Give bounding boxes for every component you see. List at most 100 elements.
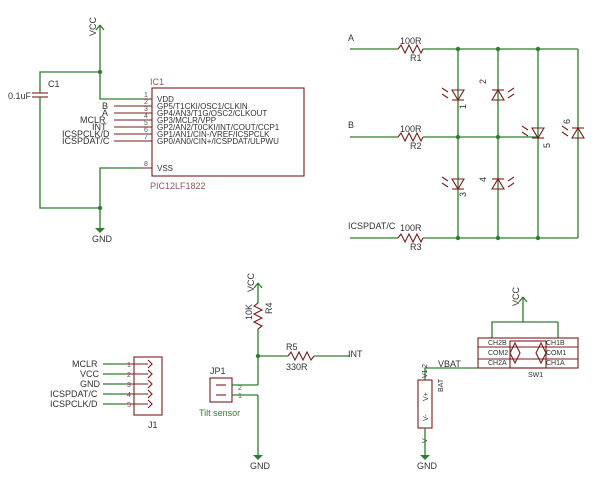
- led-ref: 3: [458, 192, 468, 197]
- vcc-label: VCC: [511, 286, 521, 306]
- gnd-symbol-mcu: GND: [92, 228, 113, 244]
- switch-sw1: CH2B CH1B COM2 COM1 CH2A CH1A SW1: [477, 337, 579, 379]
- ic-pin-name: VSS: [157, 164, 173, 173]
- switch-pin-label: COM1: [546, 350, 566, 357]
- ic-net-label: INT: [92, 122, 107, 132]
- vdd-pin-net: [99, 72, 141, 100]
- battery-pin-num: 2: [422, 364, 429, 368]
- mcu-section: VCC C1 0.1uF GND IC1 PIC12LF1822: [8, 16, 305, 244]
- led-3: 3: [441, 176, 468, 197]
- resistor-value: 330R: [286, 362, 308, 372]
- header-pin-num: 3: [127, 382, 131, 389]
- header-net-label: ICSPCLK/D: [50, 399, 98, 409]
- resistor-ref: R3: [410, 242, 422, 252]
- switch-pin-label: COM2: [488, 350, 508, 357]
- resistor-value: 100R: [400, 223, 422, 233]
- vcc-symbol-tilt: VCC: [246, 272, 263, 292]
- led-matrix-section: A B ICSPDAT/C 100R R1 100R R2 100R R3: [348, 33, 585, 252]
- ic-net-label: A: [102, 108, 108, 118]
- ic-pin-name: VDD: [157, 95, 174, 104]
- vcc-label: VCC: [246, 272, 256, 292]
- resistor-ref: R5: [286, 342, 298, 352]
- led-ref: 2: [478, 79, 488, 84]
- tilt-ref: JP1: [210, 366, 226, 376]
- resistor-value: 10K: [244, 304, 254, 320]
- switch-pin-label: CH1A: [546, 360, 565, 367]
- resistor-r1: 100R R1: [397, 36, 424, 63]
- led-1: 1: [441, 87, 468, 109]
- header-net-label: GND: [80, 379, 101, 389]
- header-net-label: VCC: [80, 369, 100, 379]
- ic-pin-name: GP4/AN3/T1G/OSC2/CLKOUT: [157, 109, 267, 118]
- capacitor-ref: C1: [48, 79, 60, 89]
- tilt-pin-num: 1: [238, 393, 242, 400]
- header-pin-num: 1: [127, 362, 131, 369]
- led-ref: 1: [458, 104, 468, 109]
- led-ref: 4: [478, 177, 488, 182]
- switch-pin-label: CH1B: [546, 340, 565, 347]
- ic-pin-num: 4: [144, 113, 148, 120]
- ic-pin-num: 7: [144, 134, 148, 141]
- battery-switch-section: VCC CH2B CH1B COM2 COM1 CH2A CH1A SW1 VB…: [417, 286, 579, 471]
- battery-ref: V1: [422, 369, 429, 378]
- header-pin-num: 2: [127, 372, 131, 379]
- net-label-b: B: [348, 120, 354, 130]
- battery-pos: V+: [423, 392, 430, 401]
- ic-pin-name: GP5/T1CKI/OSC1/CLKIN: [157, 102, 248, 111]
- gnd-net: [39, 97, 100, 209]
- vdd-net: [39, 33, 101, 93]
- ic-pin-num: 1: [144, 92, 148, 99]
- led-4: 4: [478, 176, 515, 190]
- tilt-sensor-section: VCC 10K R4 R5 330R INT JP1 2 1 Tilt sens…: [199, 272, 363, 471]
- battery-v1: V+ V- V1 2 BAT V-: [417, 364, 445, 443]
- switch-ref: SW1: [528, 372, 543, 379]
- gnd-label: GND: [92, 234, 113, 244]
- battery-neg: V-: [423, 414, 430, 421]
- header-j1-section: MCLR VCC GND ICSPDAT/C ICSPCLK/D 1 2 3 4…: [50, 356, 163, 430]
- gnd-label: GND: [417, 461, 438, 471]
- ic-pin-num: 8: [144, 161, 148, 168]
- resistor-r3: 100R R3: [397, 223, 424, 252]
- switch-pin-label: CH2B: [488, 340, 507, 347]
- vcc-switch-net: [491, 306, 524, 338]
- vcc-symbol-mcu: VCC: [88, 16, 105, 36]
- tilt-pin-num: 2: [238, 385, 242, 392]
- capacitor-value: 0.1uF: [8, 91, 32, 101]
- led-6: 6: [561, 119, 585, 139]
- tilt-sensor-label: Tilt sensor: [199, 408, 240, 418]
- battery-label: BAT: [438, 378, 445, 392]
- ic-pin-name: GP3/MCLR/VPP: [157, 116, 216, 125]
- ic-part-number: PIC12LF1822: [150, 181, 206, 191]
- ic-net-label: B: [102, 101, 108, 111]
- ic-net-label: ICSPCLK/D: [62, 129, 110, 139]
- resistor-value: 100R: [400, 36, 422, 46]
- header-pin-num: 4: [127, 392, 131, 399]
- switch-pin-label: CH2A: [488, 360, 507, 367]
- led-5: 5: [521, 125, 552, 148]
- ic-ref: IC1: [150, 77, 164, 87]
- ic-pin-name: GP0/AN0/CIN+/ICSPDAT/ULPWU: [157, 137, 279, 146]
- ic-net-label: MCLR: [80, 115, 106, 125]
- resistor-r4: 10K R4: [244, 302, 274, 330]
- net-label-icspdat: ICSPDAT/C: [348, 221, 396, 231]
- gnd-symbol-battery: GND: [417, 455, 438, 471]
- resistor-ref: R1: [410, 53, 422, 63]
- ic-net-label: ICSPDAT/C: [62, 136, 110, 146]
- led-2: 2: [478, 79, 515, 101]
- net-label-a: A: [348, 33, 354, 43]
- gnd-symbol-tilt: GND: [250, 455, 271, 471]
- vbat-net: [424, 367, 478, 380]
- vcc-label: VCC: [88, 16, 98, 36]
- header-net-label: ICSPDAT/C: [50, 389, 98, 399]
- gnd-label: GND: [250, 461, 271, 471]
- header-net-label: MCLR: [72, 359, 98, 369]
- led-ref: 5: [542, 143, 552, 148]
- ic-pin-name: GP1/AN1/CIN-/VREF/ICSPCLK: [157, 130, 270, 139]
- header-pin-num: 5: [127, 402, 131, 409]
- vbat-label: VBAT: [438, 359, 461, 369]
- vcc-symbol-switch: VCC: [511, 286, 528, 306]
- ic-pin-num: 5: [144, 120, 148, 127]
- resistor-ref: R4: [264, 302, 274, 314]
- led-ref: 6: [562, 119, 572, 124]
